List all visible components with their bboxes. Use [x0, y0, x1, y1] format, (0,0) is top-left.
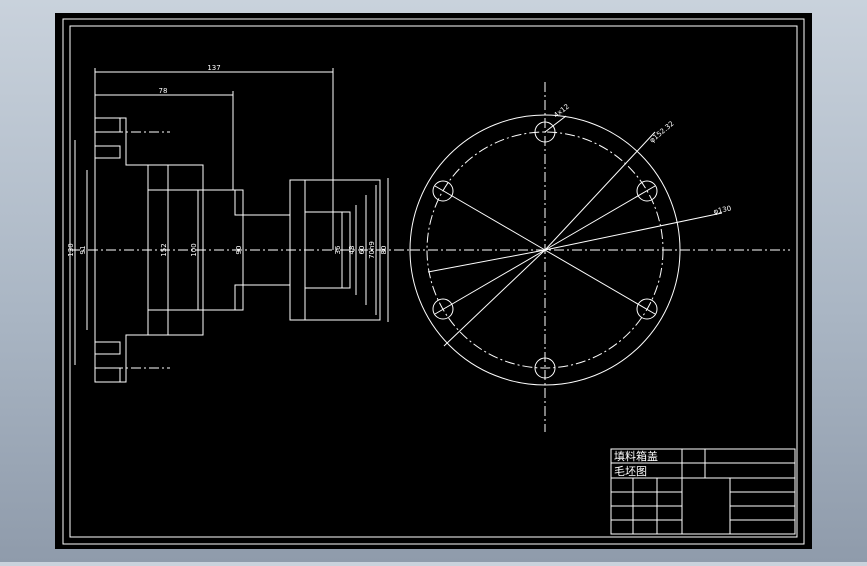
dim-100: 100	[190, 243, 198, 256]
dim-78: 78	[159, 87, 168, 95]
bolt-hole	[534, 121, 556, 143]
leader-holes	[544, 115, 567, 133]
dim-91: 91	[79, 246, 87, 255]
dim-48: 48	[348, 246, 356, 255]
bolt-hole	[636, 180, 658, 202]
dim-36: 36	[334, 245, 342, 254]
dim-130: 130	[67, 243, 75, 256]
drawing-sheet	[55, 13, 812, 549]
drawing-name: 毛坯图	[614, 465, 647, 478]
bolt-hole	[432, 298, 454, 320]
dim-90: 90	[235, 246, 243, 255]
bolt-hole	[432, 180, 454, 202]
part-name: 填料箱盖	[614, 449, 658, 463]
bolt-hole	[534, 357, 556, 379]
leader-130-back	[427, 249, 546, 273]
outer-frame	[62, 18, 805, 545]
leader-152-back	[443, 249, 546, 347]
dim-80: 80	[380, 246, 388, 255]
bolt-hole	[636, 298, 658, 320]
spigot-70	[304, 179, 381, 321]
bolt-circle	[426, 131, 664, 369]
radial-line	[544, 185, 656, 251]
flange-detail-top-2	[94, 145, 121, 159]
front-view: 137 78 130 91 152 100 90 36 48 60 70h9 8…	[67, 64, 410, 383]
inner-frame	[69, 25, 798, 538]
leader-130	[544, 212, 723, 251]
title-block: 填料箱盖 毛坯图	[610, 448, 796, 535]
label-phi130: φ130	[713, 204, 732, 216]
radial-line	[544, 249, 656, 315]
flange-detail-bottom-2	[94, 341, 121, 355]
dim-152: 152	[160, 243, 168, 256]
flange-outer-circle	[409, 114, 681, 386]
dim-137: 137	[207, 64, 220, 72]
radial-line	[434, 249, 546, 315]
radial-line	[434, 185, 546, 251]
flange-detail-bottom	[94, 367, 121, 383]
leader-152	[544, 131, 656, 251]
dim-60: 60	[358, 246, 366, 255]
flange-detail-top	[94, 117, 121, 133]
dim-70h9: 70h9	[368, 241, 376, 259]
